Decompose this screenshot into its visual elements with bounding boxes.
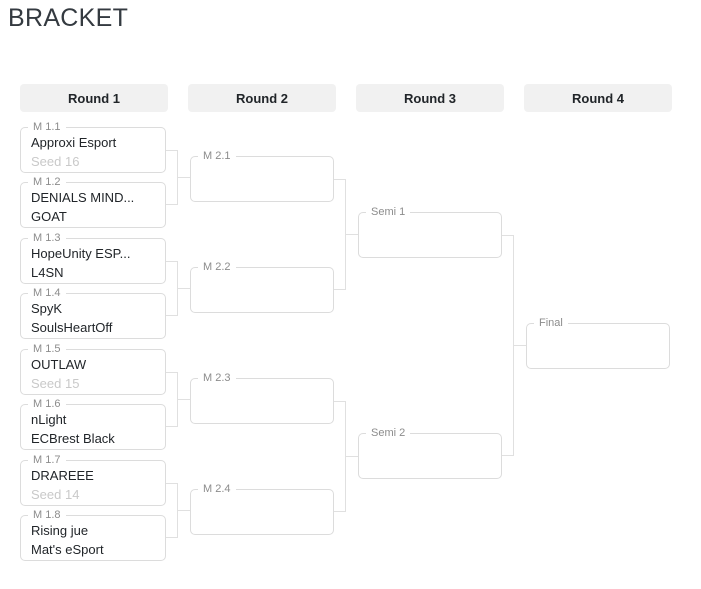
connector-r2-pair2 [334,401,346,512]
team-slot[interactable]: Approxi Esport [31,135,117,150]
connector-r1-pair1 [166,150,178,205]
connector-r3-pair1-out [514,345,526,346]
seed-slot: Seed 14 [31,487,80,502]
match-label: M 2.3 [198,371,236,386]
match-label: M 2.2 [198,260,236,275]
connector-r1-pair4 [166,483,178,538]
team-slot[interactable]: DENIALS MIND... [31,190,135,205]
team-slot[interactable]: DRAREEE [31,468,94,483]
match-label: M 1.8 [28,508,66,523]
match-label: M 2.1 [198,149,236,164]
connector-r1-pair3-out [178,399,190,400]
match-label: Final [534,316,568,331]
match-1-8[interactable]: M 1.8 Rising jue Mat's eSport [20,508,166,561]
connector-r1-pair2 [166,261,178,316]
match-label: M 1.5 [28,342,66,357]
team-slot[interactable]: Mat's eSport [31,542,104,557]
match-2-3[interactable]: M 2.3 [190,371,334,424]
team-slot[interactable]: GOAT [31,209,67,224]
connector-r2-pair1 [334,179,346,290]
round-header-3: Round 3 [356,84,504,112]
team-slot[interactable]: ECBrest Black [31,431,115,446]
match-label: M 1.2 [28,175,66,190]
match-label: M 1.6 [28,397,66,412]
match-1-5[interactable]: M 1.5 OUTLAW Seed 15 [20,342,166,395]
round-header-1: Round 1 [20,84,168,112]
match-1-1[interactable]: M 1.1 Approxi Esport Seed 16 [20,120,166,173]
match-label: M 1.7 [28,453,66,468]
match-semi-2[interactable]: Semi 2 [358,426,502,479]
match-1-4[interactable]: M 1.4 SpyK SoulsHeartOff [20,286,166,339]
match-1-3[interactable]: M 1.3 HopeUnity ESP... L4SN [20,231,166,284]
team-slot[interactable]: L4SN [31,265,64,280]
match-label: M 2.4 [198,482,236,497]
match-label: Semi 1 [366,205,411,220]
team-slot[interactable]: nLight [31,412,67,427]
connector-r2-pair1-out [346,234,358,235]
page-title: BRACKET [8,4,129,32]
match-label: M 1.4 [28,286,66,301]
round-header-2: Round 2 [188,84,336,112]
team-slot[interactable]: SpyK [31,301,63,316]
match-2-4[interactable]: M 2.4 [190,482,334,535]
match-1-6[interactable]: M 1.6 nLight ECBrest Black [20,397,166,450]
match-label: Semi 2 [366,426,411,441]
match-final[interactable]: Final [526,316,670,369]
match-semi-1[interactable]: Semi 1 [358,205,502,258]
seed-slot: Seed 15 [31,376,80,391]
team-slot[interactable]: Rising jue [31,523,89,538]
round-header-4: Round 4 [524,84,672,112]
team-slot[interactable]: HopeUnity ESP... [31,246,131,261]
match-2-2[interactable]: M 2.2 [190,260,334,313]
connector-r3-pair1 [502,235,514,456]
match-1-2[interactable]: M 1.2 DENIALS MIND... GOAT [20,175,166,228]
connector-r1-pair1-out [178,177,190,178]
connector-r2-pair2-out [346,456,358,457]
team-slot[interactable]: SoulsHeartOff [31,320,113,335]
match-label: M 1.3 [28,231,66,246]
team-slot[interactable]: OUTLAW [31,357,87,372]
match-1-7[interactable]: M 1.7 DRAREEE Seed 14 [20,453,166,506]
match-label: M 1.1 [28,120,66,135]
seed-slot: Seed 16 [31,154,80,169]
match-2-1[interactable]: M 2.1 [190,149,334,202]
connector-r1-pair4-out [178,510,190,511]
connector-r1-pair2-out [178,288,190,289]
connector-r1-pair3 [166,372,178,427]
